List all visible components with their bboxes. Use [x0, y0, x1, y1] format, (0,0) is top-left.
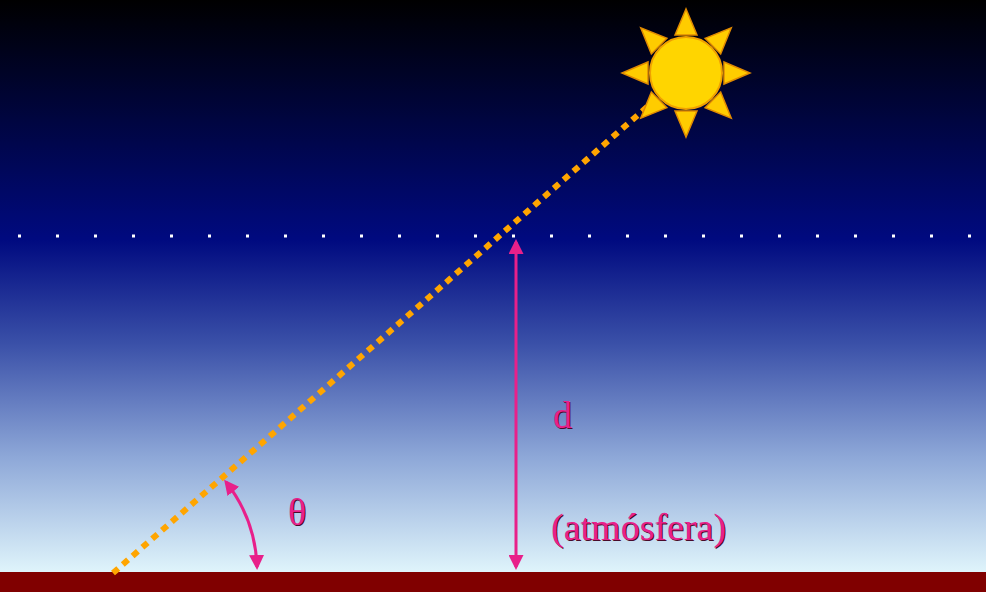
sun-ray — [113, 73, 686, 573]
angle-arc — [226, 482, 257, 567]
angle-label: θ — [288, 493, 306, 531]
ground — [0, 572, 986, 592]
sky — [0, 0, 986, 572]
height-arrow — [515, 242, 518, 567]
atmosphere-label: (atmósfera) — [551, 508, 726, 546]
height-label: d — [553, 396, 572, 434]
sun — [622, 9, 750, 137]
